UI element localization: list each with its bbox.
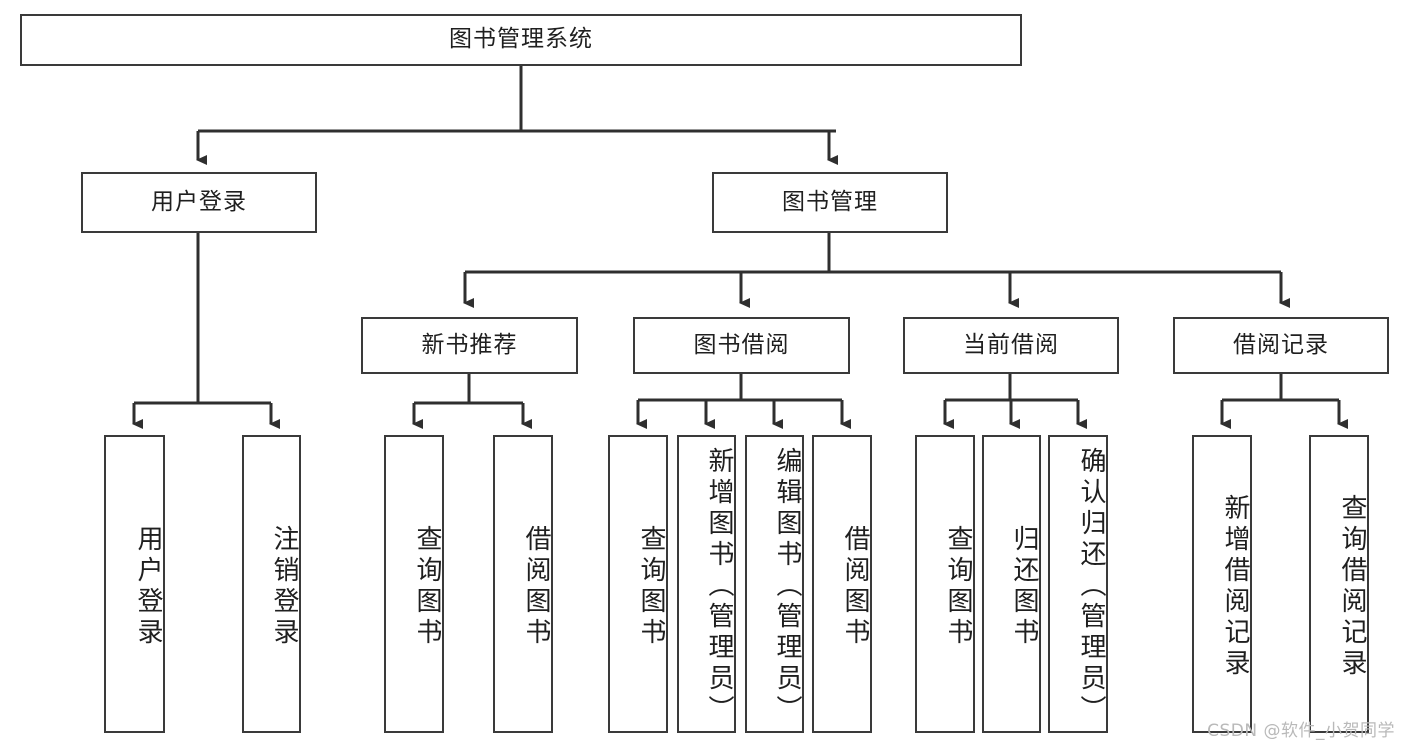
node-label: 借阅图书 [840, 525, 870, 649]
leaf-user-login-login[interactable]: 用户登录 [104, 435, 165, 733]
node-label: 注销登录 [269, 525, 299, 649]
node-label: 借阅图书 [521, 525, 551, 649]
node-label: 图书管理 [782, 188, 878, 215]
node-label: 当前借阅 [963, 331, 1059, 358]
leaf-recommend-query-book[interactable]: 查询图书 [384, 435, 444, 733]
node-root-system[interactable]: 图书管理系统 [20, 14, 1022, 66]
node-label: 查询图书 [636, 525, 666, 649]
leaf-record-query-record[interactable]: 查询借阅记录 [1309, 435, 1369, 733]
node-label: 用户登录 [151, 188, 247, 215]
leaf-borrow-add-book-admin[interactable]: 新增图书（管理员） [677, 435, 736, 733]
watermark-csdn: CSDN @软件_小贺同学 [1207, 721, 1395, 741]
node-label: 借阅记录 [1233, 331, 1329, 358]
node-label: 用户登录 [133, 525, 163, 649]
node-label: 查询借阅记录 [1337, 494, 1367, 680]
node-label: 新增图书（管理员） [704, 446, 734, 726]
node-label: 图书借阅 [693, 331, 790, 358]
leaf-record-add-record[interactable]: 新增借阅记录 [1192, 435, 1252, 733]
node-label: 新增借阅记录 [1220, 494, 1250, 680]
node-label: 新书推荐 [421, 331, 518, 358]
node-label: 确认归还（管理员） [1076, 446, 1106, 726]
leaf-borrow-query-book[interactable]: 查询图书 [608, 435, 668, 733]
node-label: 图书管理系统 [449, 26, 593, 53]
node-label: 查询图书 [943, 525, 973, 649]
leaf-current-confirm-return-admin[interactable]: 确认归还（管理员） [1048, 435, 1108, 733]
node-label: 编辑图书（管理员） [772, 446, 802, 726]
leaf-user-login-logout[interactable]: 注销登录 [242, 435, 301, 733]
leaf-current-return-book[interactable]: 归还图书 [982, 435, 1041, 733]
node-current-borrow[interactable]: 当前借阅 [903, 317, 1119, 374]
node-book-management[interactable]: 图书管理 [712, 172, 948, 233]
node-label: 归还图书 [1009, 525, 1039, 649]
node-label: 查询图书 [412, 525, 442, 649]
node-borrow-record[interactable]: 借阅记录 [1173, 317, 1389, 374]
leaf-borrow-borrow-book[interactable]: 借阅图书 [812, 435, 872, 733]
node-user-login[interactable]: 用户登录 [81, 172, 317, 233]
leaf-borrow-edit-book-admin[interactable]: 编辑图书（管理员） [745, 435, 804, 733]
leaf-recommend-borrow-book[interactable]: 借阅图书 [493, 435, 553, 733]
node-new-book-recommend[interactable]: 新书推荐 [361, 317, 578, 374]
leaf-current-query-book[interactable]: 查询图书 [915, 435, 975, 733]
node-book-borrow[interactable]: 图书借阅 [633, 317, 850, 374]
